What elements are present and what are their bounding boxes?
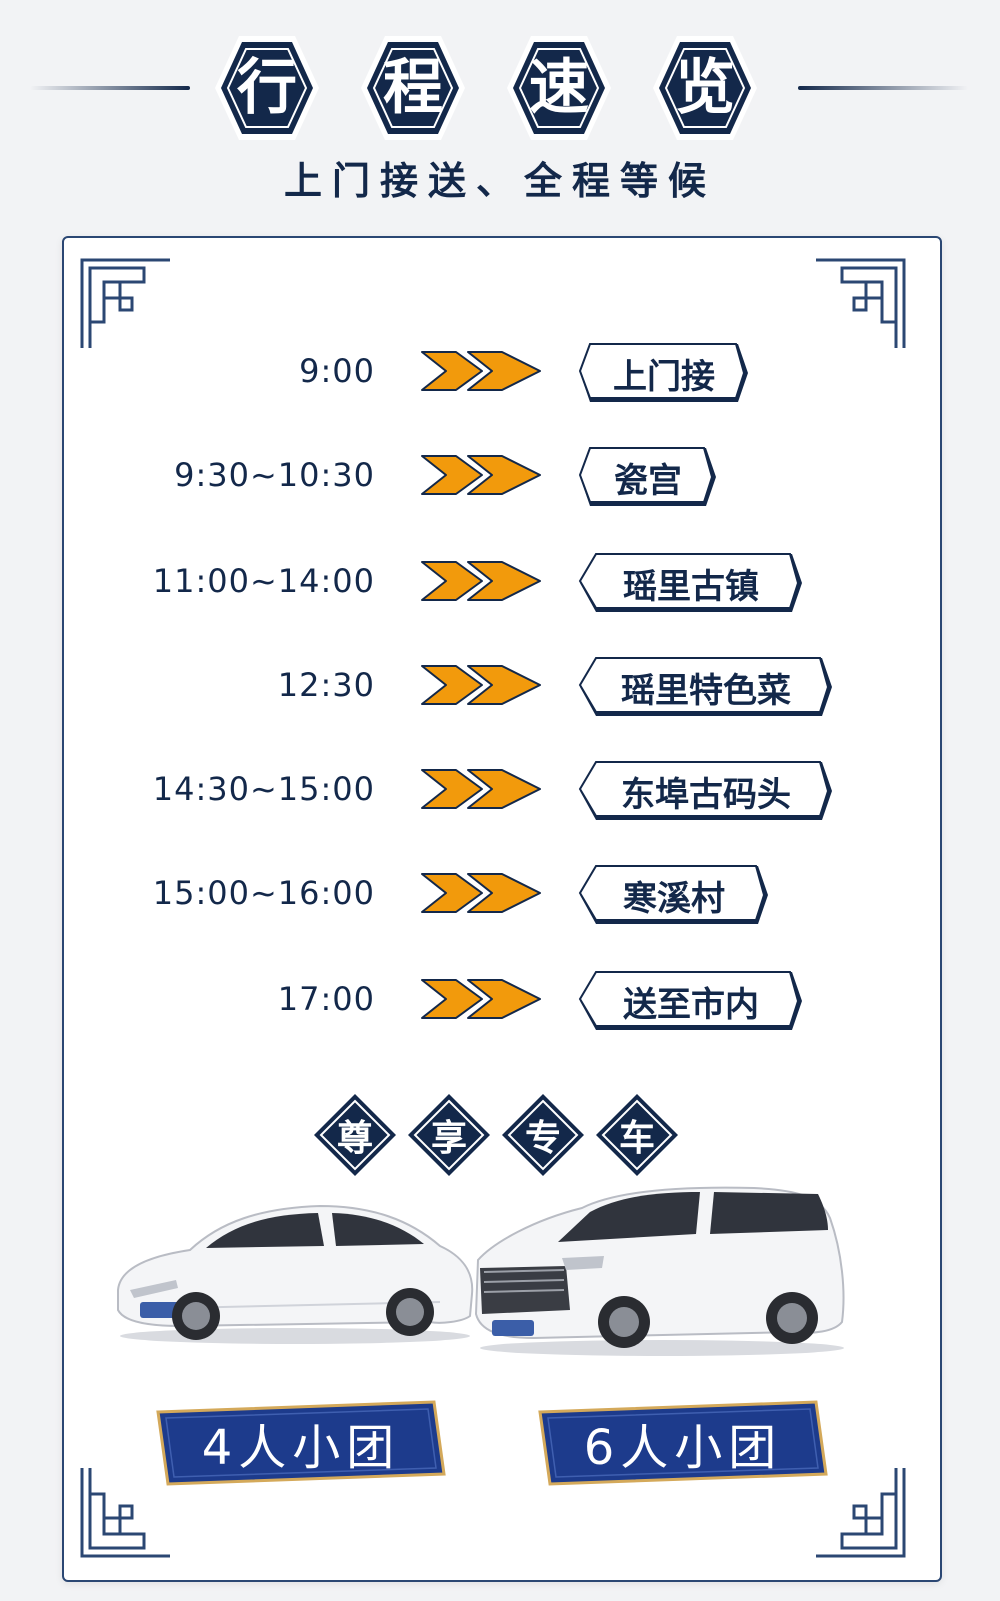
double-arrow-icon (421, 665, 541, 705)
sedan-car-image (117, 1204, 474, 1344)
title-char: 行 (237, 53, 297, 123)
premium-char-diamond: 专 (500, 1092, 586, 1178)
destination-label: 上门接 (613, 356, 715, 397)
double-arrow-icon (421, 351, 541, 391)
title-char: 速 (529, 53, 589, 123)
destination-label: 瑶里特色菜 (621, 670, 791, 711)
double-arrow-icon (421, 979, 541, 1019)
destination-tag: 送至市内 (578, 970, 804, 1032)
header-divider-left (30, 86, 190, 90)
title-char-tile: 速 (503, 32, 615, 144)
double-arrow-icon (421, 769, 541, 809)
premium-char: 享 (430, 1117, 467, 1159)
premium-char-diamond: 车 (594, 1092, 680, 1178)
schedule-time: 11:00~14:00 (152, 562, 375, 600)
destination-label: 送至市内 (623, 984, 759, 1025)
premium-char-diamond: 享 (406, 1092, 492, 1178)
group-size-badge: 4人小团 (156, 1400, 446, 1486)
group-size-badge: 6人小团 (538, 1400, 828, 1486)
premium-char: 尊 (336, 1117, 373, 1159)
mpv-car-image (474, 1186, 845, 1356)
schedule-time: 14:30~15:00 (152, 770, 375, 808)
fret-corner-ornament-icon (816, 1468, 906, 1558)
premium-char: 专 (524, 1117, 561, 1159)
double-arrow-icon (421, 873, 541, 913)
group-size-label: 4人小团 (201, 1420, 401, 1476)
title-char: 览 (675, 53, 735, 123)
destination-label: 寒溪村 (623, 878, 725, 919)
premium-char: 车 (618, 1117, 655, 1159)
fret-corner-ornament-icon (80, 258, 170, 348)
page-subtitle: 上门接送、全程等候 (283, 158, 716, 203)
title-char: 程 (383, 53, 443, 123)
title-char-tile: 览 (649, 32, 761, 144)
schedule-time: 12:30 (277, 666, 375, 704)
group-size-label: 6人小团 (583, 1420, 783, 1476)
schedule-time: 9:00 (299, 352, 375, 390)
title-char-tile: 程 (357, 32, 469, 144)
schedule-time: 15:00~16:00 (152, 874, 375, 912)
destination-label: 瑶里古镇 (623, 566, 759, 607)
schedule-time: 17:00 (277, 980, 375, 1018)
header-divider-right (798, 86, 968, 90)
destination-tag: 瑶里特色菜 (578, 656, 834, 718)
destination-label: 瓷宫 (614, 460, 682, 501)
double-arrow-icon (421, 455, 541, 495)
destination-label: 东埠古码头 (621, 774, 791, 815)
premium-char-diamond: 尊 (312, 1092, 398, 1178)
destination-tag: 寒溪村 (578, 864, 770, 926)
schedule-time: 9:30~10:30 (174, 456, 375, 494)
destination-tag: 瓷宫 (578, 446, 718, 508)
destination-tag: 上门接 (578, 342, 750, 404)
fret-corner-ornament-icon (80, 1468, 170, 1558)
fret-corner-ornament-icon (816, 258, 906, 348)
destination-tag: 瑶里古镇 (578, 552, 804, 614)
title-char-tile: 行 (211, 32, 323, 144)
destination-tag: 东埠古码头 (578, 760, 834, 822)
double-arrow-icon (421, 561, 541, 601)
